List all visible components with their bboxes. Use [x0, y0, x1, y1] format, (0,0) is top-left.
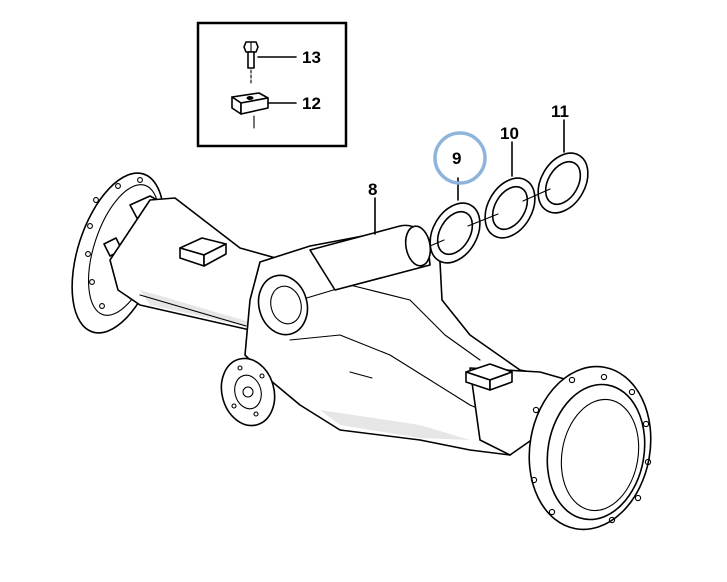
callout-9[interactable]: 9: [452, 149, 461, 168]
callout-11[interactable]: 11: [551, 102, 569, 121]
shim-9[interactable]: [420, 194, 490, 271]
callout-10[interactable]: 10: [500, 124, 519, 143]
callout-13[interactable]: 13: [302, 48, 321, 67]
right-flange: [528, 365, 652, 531]
detail-inset: [196, 21, 348, 148]
nut-plate-part[interactable]: [231, 92, 269, 129]
callout-12[interactable]: 12: [302, 94, 321, 113]
shim-10[interactable]: [475, 169, 545, 246]
callout-8[interactable]: 8: [368, 180, 377, 199]
shim-11[interactable]: [528, 144, 598, 221]
bolt-part[interactable]: [243, 41, 259, 85]
input-flange: [220, 357, 276, 427]
callout-9-highlight-ring: [433, 131, 487, 185]
axle-housing[interactable]: [54, 162, 663, 539]
